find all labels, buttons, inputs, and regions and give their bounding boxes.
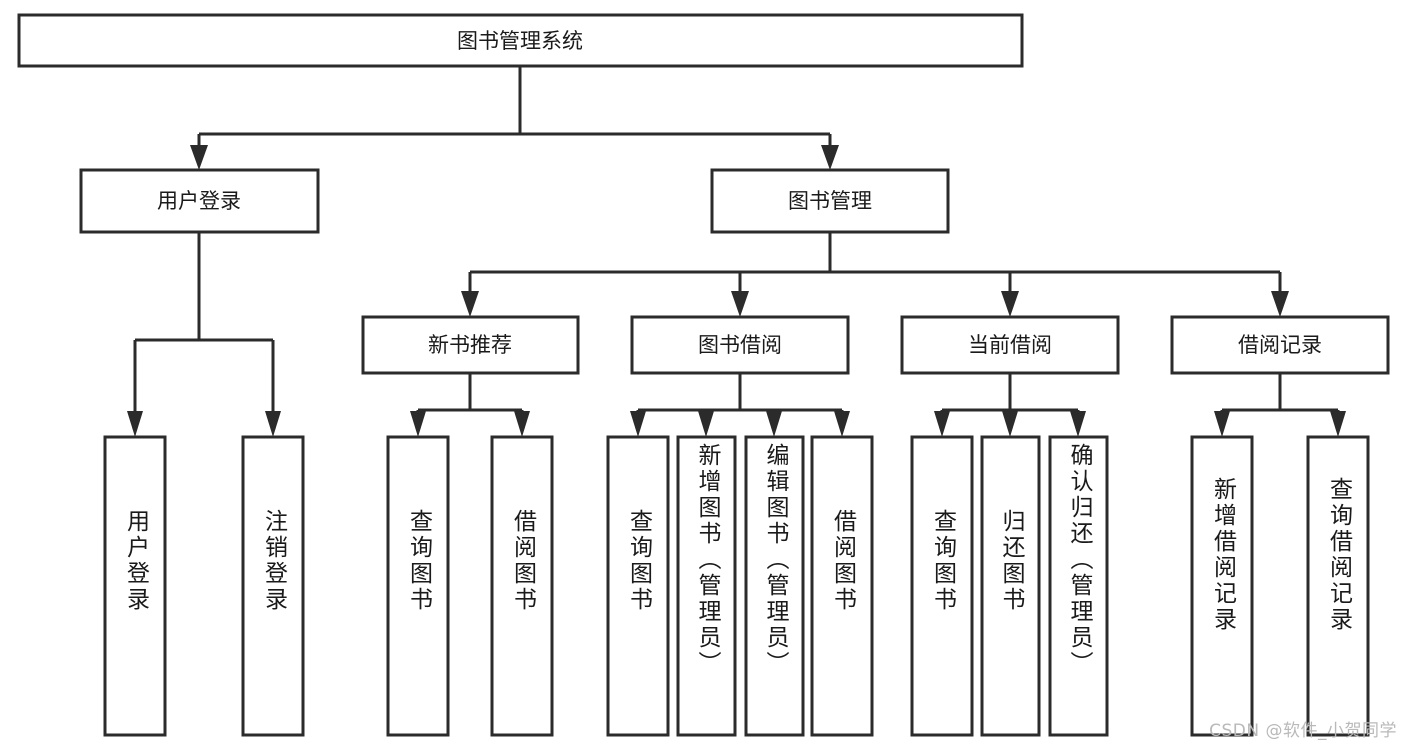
node-current-borrow[interactable]: 当前借阅 <box>900 315 1120 375</box>
node-book-borrow-box[interactable] <box>630 315 850 375</box>
arrow-to-leaf-query-book-1 <box>410 411 426 437</box>
node-borrow-record-box[interactable] <box>1170 315 1390 375</box>
node-new-book-recommend-label: 新书推荐 <box>428 333 512 357</box>
arrow-to-leaf-query-book-3 <box>934 411 950 437</box>
node-root[interactable]: 图书管理系统 <box>17 13 1024 68</box>
node-user-login-box[interactable] <box>79 168 320 234</box>
node-book-management[interactable]: 图书管理 <box>710 168 950 234</box>
leaf-borrow-book-2-box[interactable] <box>810 435 874 737</box>
leaf-query-book-2-box[interactable] <box>606 435 670 737</box>
connector-group-book-borrow <box>630 373 850 437</box>
node-borrow-record[interactable]: 借阅记录 <box>1170 315 1390 375</box>
arrow-root-to-user-login <box>190 145 208 170</box>
arrow-to-leaf-query-book-2 <box>630 411 646 437</box>
connector-group-new-book-recommend <box>410 373 530 437</box>
node-root-box[interactable] <box>17 13 1024 68</box>
leaf-query-record-box[interactable] <box>1306 435 1370 737</box>
arrow-to-leaf-borrow-book-2 <box>834 411 850 437</box>
arrow-to-leaf-confirm-return <box>1070 411 1086 437</box>
leaf-user-login-box[interactable] <box>103 435 167 737</box>
arrow-to-leaf-logout <box>265 411 281 437</box>
leaf-query-book-3-box[interactable] <box>910 435 974 737</box>
node-book-management-label: 图书管理 <box>788 189 872 213</box>
arrow-to-leaf-edit-book <box>766 411 782 437</box>
node-user-login[interactable]: 用户登录 <box>79 168 320 234</box>
leaf-borrow-book-1-box[interactable] <box>490 435 554 737</box>
arrow-to-leaf-return-book <box>1002 411 1018 437</box>
node-book-management-box[interactable] <box>710 168 950 234</box>
node-new-book-recommend-box[interactable] <box>361 315 580 375</box>
arrow-to-leaf-add-record <box>1214 411 1230 437</box>
node-current-borrow-box[interactable] <box>900 315 1120 375</box>
leaf-query-book-1-box[interactable] <box>386 435 450 737</box>
leaf-return-book-box[interactable] <box>980 435 1041 737</box>
leaf-edit-book-box[interactable] <box>744 435 805 737</box>
arrow-to-borrow-record <box>1271 291 1289 317</box>
arrow-to-leaf-query-record <box>1330 411 1346 437</box>
leaf-confirm-return-box[interactable] <box>1048 435 1109 737</box>
node-root-label: 图书管理系统 <box>457 29 583 53</box>
node-user-login-label: 用户登录 <box>157 189 241 213</box>
connector-group-current-borrow <box>934 373 1086 437</box>
arrow-to-leaf-add-book <box>698 411 714 437</box>
node-book-borrow[interactable]: 图书借阅 <box>630 315 850 375</box>
node-new-book-recommend[interactable]: 新书推荐 <box>361 315 580 375</box>
leaf-boxes <box>103 435 1370 737</box>
arrow-to-current-borrow <box>1001 291 1019 317</box>
node-borrow-record-label: 借阅记录 <box>1238 333 1322 357</box>
connector-group-root <box>190 66 839 170</box>
connector-group-book-management <box>461 232 1289 317</box>
connector-group-borrow-record <box>1214 373 1346 437</box>
arrow-to-new-book-recommend <box>461 291 479 317</box>
node-book-borrow-label: 图书借阅 <box>698 333 782 357</box>
leaf-add-book-box[interactable] <box>676 435 737 737</box>
arrow-to-book-borrow <box>731 291 749 317</box>
leaf-logout-box[interactable] <box>241 435 305 737</box>
leaf-add-record-box[interactable] <box>1190 435 1254 737</box>
arrow-to-leaf-user-login <box>127 411 143 437</box>
node-current-borrow-label: 当前借阅 <box>968 333 1052 357</box>
connector-group-user-login <box>127 232 281 437</box>
arrow-root-to-book-management <box>821 145 839 170</box>
arrow-to-leaf-borrow-book-1 <box>514 411 530 437</box>
csdn-watermark: CSDN @软件_小贺同学 <box>1209 721 1397 741</box>
